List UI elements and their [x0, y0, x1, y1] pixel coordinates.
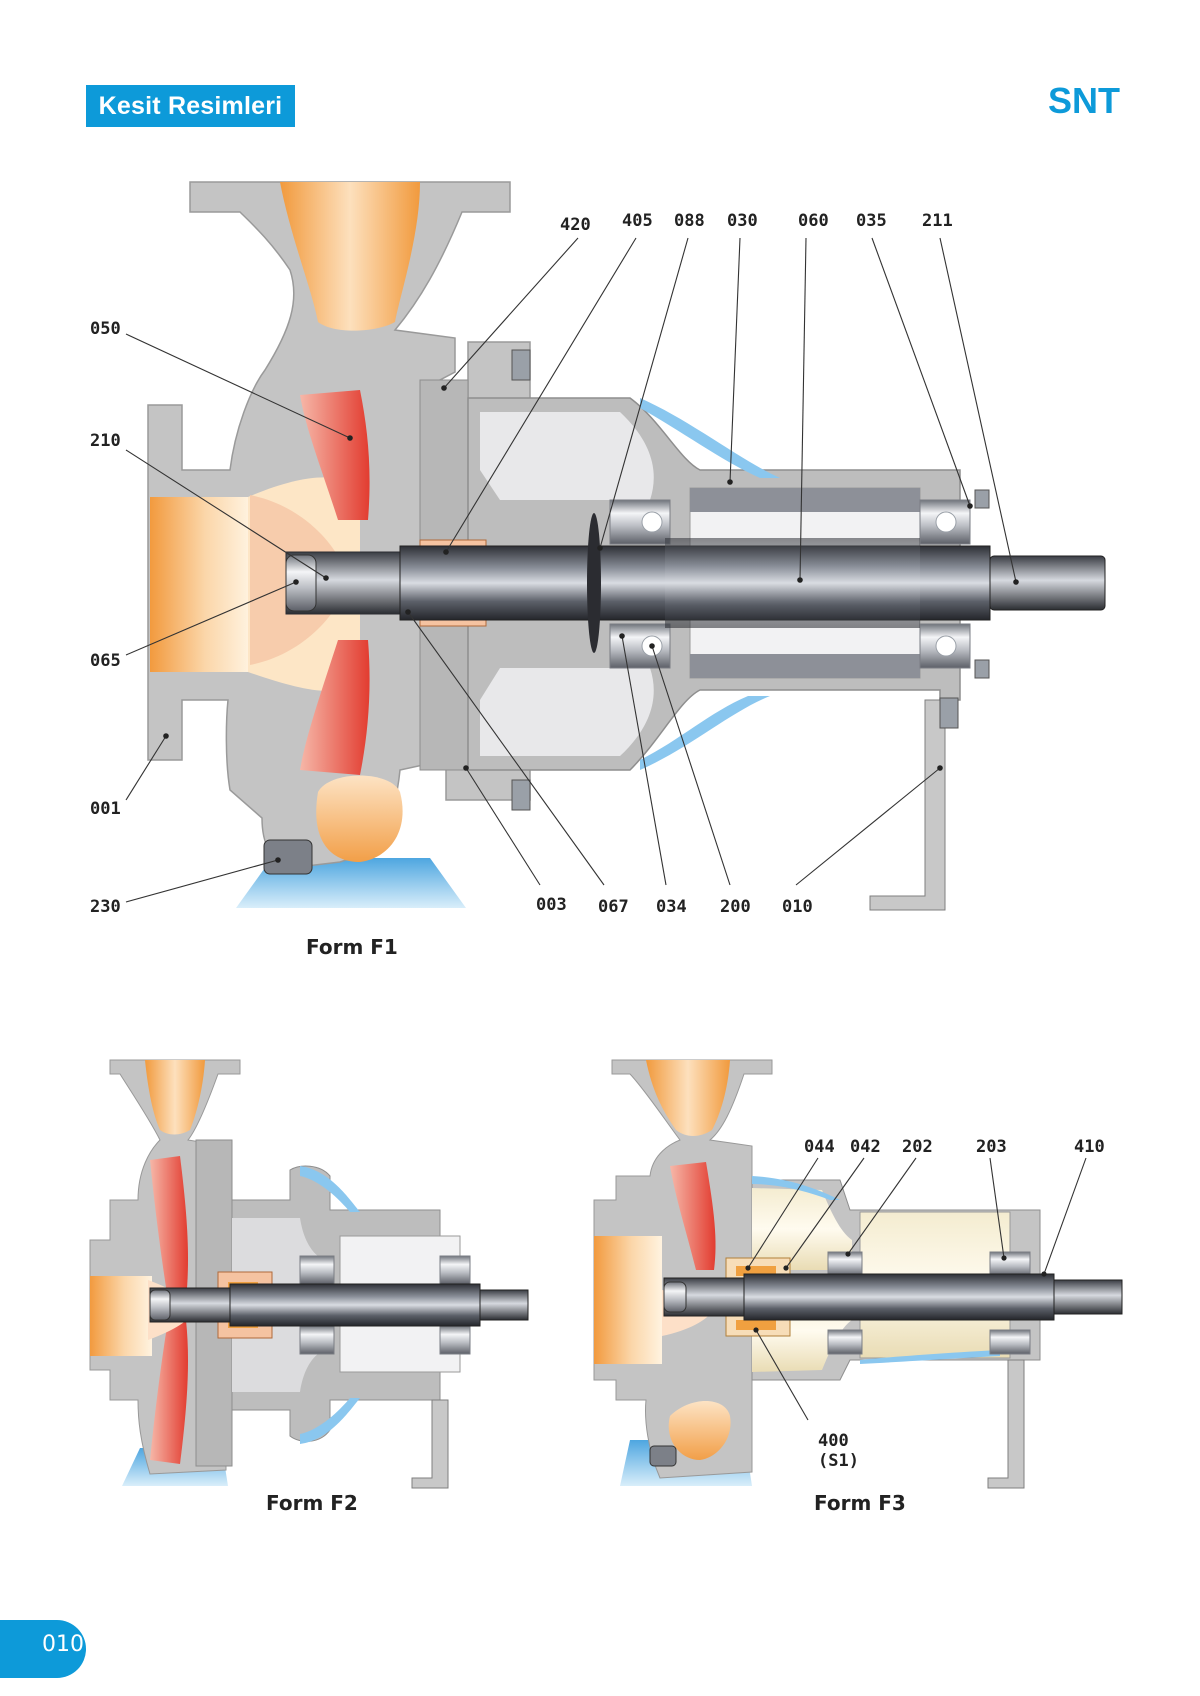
- f3-label-410: 410: [1074, 1137, 1105, 1157]
- f1-label-030: 030: [727, 211, 758, 231]
- f1-label-230: 230: [90, 897, 121, 917]
- f1-label-200: 200: [720, 897, 751, 917]
- section-title: Kesit Resimleri: [86, 85, 295, 127]
- f1-label-003: 003: [536, 895, 567, 915]
- f3-label-202: 202: [902, 1137, 933, 1157]
- form-f1-drawing: [147, 181, 1106, 911]
- f3-label-400: 400: [818, 1431, 849, 1451]
- f1-label-088: 088: [674, 211, 705, 231]
- page-number-tab: [0, 1620, 86, 1678]
- form-f3-drawing: [593, 1059, 1123, 1489]
- form-f2-drawing: Form F2: [89, 1059, 529, 1515]
- f1-label-211: 211: [922, 211, 953, 231]
- form-f2-caption: Form F2: [266, 1491, 358, 1515]
- form-f3-leaders: [745, 1157, 1087, 1421]
- f1-label-420: 420: [560, 215, 591, 235]
- brand-logo: SNT: [1048, 80, 1120, 121]
- form-f1-leaders: [125, 237, 1019, 903]
- f1-label-067: 067: [598, 897, 629, 917]
- f1-label-065: 065: [90, 651, 121, 671]
- f1-label-210: 210: [90, 431, 121, 451]
- f1-label-035: 035: [856, 211, 887, 231]
- form-f3-caption: Form F3: [814, 1491, 906, 1515]
- form-f1-caption: Form F1: [306, 935, 398, 959]
- f1-label-060: 060: [798, 211, 829, 231]
- f3-label-042: 042: [850, 1137, 881, 1157]
- f1-label-405: 405: [622, 211, 653, 231]
- f3-label-203: 203: [976, 1137, 1007, 1157]
- page-number: 010: [42, 1632, 84, 1657]
- f1-label-050: 050: [90, 319, 121, 339]
- form-f3-labels: 044 042 202 203 410 400 (S1) Form F3: [804, 1137, 1105, 1515]
- f3-label-044: 044: [804, 1137, 835, 1157]
- f1-label-010: 010: [782, 897, 813, 917]
- f3-label-s1: (S1): [818, 1451, 859, 1471]
- f1-label-001: 001: [90, 799, 121, 819]
- form-f1-labels: 420 405 088 030 060 035 211 050 210 065 …: [90, 211, 953, 959]
- f1-label-034: 034: [656, 897, 687, 917]
